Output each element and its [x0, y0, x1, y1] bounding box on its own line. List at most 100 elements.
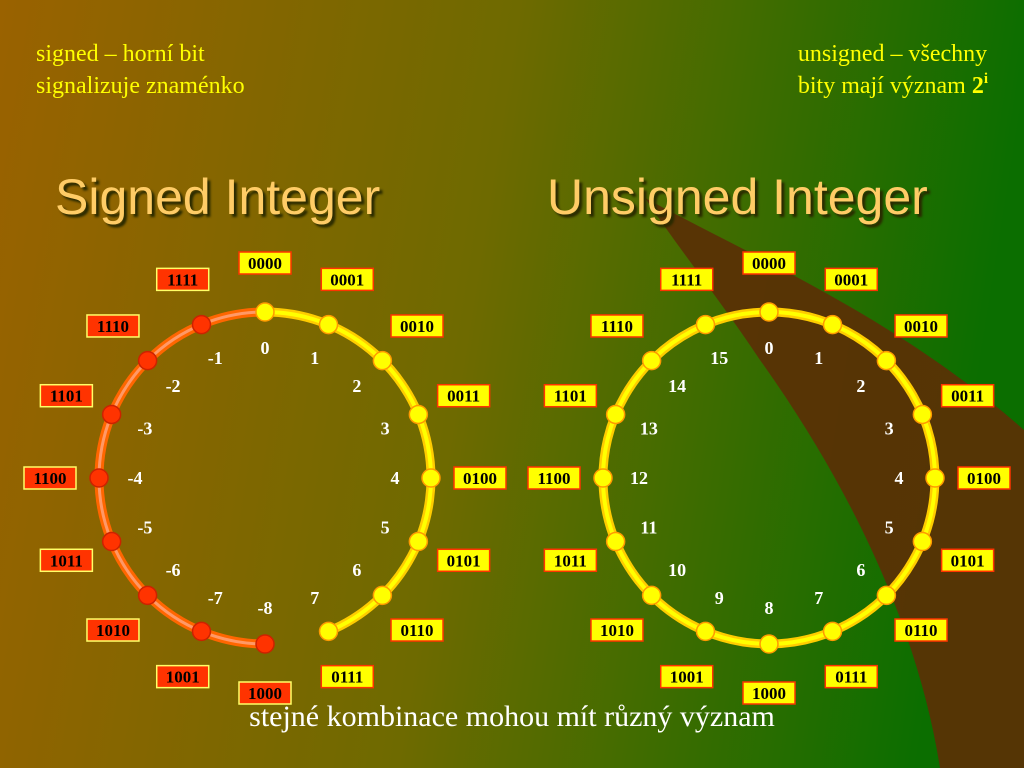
signed-value-15: -1	[208, 348, 223, 368]
unsigned-code-box-13	[543, 383, 598, 408]
signed-positive-arc	[260, 307, 436, 636]
unsigned-power-exp: i	[983, 71, 988, 87]
unsigned-code-label-6: 0110	[904, 621, 937, 640]
signed-code-label-13: 1101	[50, 387, 83, 406]
unsigned-code-label-1: 0001	[834, 270, 868, 289]
signed-code-box-13	[39, 383, 94, 408]
signed-value-12: -4	[128, 468, 143, 488]
unsigned-value-12: 12	[630, 468, 648, 488]
signed-code-label-4: 0100	[463, 469, 497, 488]
unsigned-code-label-14: 1110	[601, 317, 633, 336]
signed-value-9: -7	[208, 588, 223, 608]
signed-point-4	[421, 468, 441, 488]
signed-point-5	[408, 531, 429, 552]
unsigned-value-1: 1	[814, 348, 823, 368]
signed-value-14: -2	[166, 376, 181, 396]
unsigned-title: Unsigned Integer	[547, 169, 928, 225]
unsigned-note-line1: unsigned – všechny	[797, 41, 988, 67]
unsigned-code-box-15	[659, 267, 714, 292]
unsigned-point-12	[593, 468, 613, 488]
signed-point-3	[408, 404, 429, 425]
signed-code-label-15: 1111	[167, 270, 198, 289]
signed-code-box-11	[39, 548, 94, 573]
signed-code-label-6: 0110	[400, 621, 433, 640]
unsigned-code-box-10	[590, 618, 644, 642]
signed-code-label-12: 1100	[33, 469, 66, 488]
signed-point-8	[255, 634, 275, 654]
signed-value-2: 2	[352, 376, 361, 396]
unsigned-value-4: 4	[895, 468, 904, 488]
unsigned-value-6: 6	[856, 560, 865, 580]
unsigned-value-15: 15	[710, 348, 728, 368]
signed-circle: 0000000011001020011301004010150110601117…	[23, 251, 507, 705]
signed-title: Signed Integer	[55, 169, 381, 225]
signed-value-6: 6	[352, 560, 361, 580]
signed-code-label-9: 1001	[166, 668, 200, 687]
signed-code-box-8	[238, 681, 292, 705]
unsigned-point-13	[605, 404, 626, 425]
unsigned-point-15	[695, 314, 716, 335]
signed-code-box-0	[238, 251, 292, 275]
signed-code-box-1	[320, 267, 375, 292]
signed-value-13: -3	[137, 418, 152, 438]
unsigned-code-box-11	[543, 548, 598, 573]
signed-value-11: -5	[137, 518, 152, 538]
unsigned-value-13: 13	[640, 418, 658, 438]
unsigned-code-box-0	[742, 251, 796, 275]
signed-code-box-7	[320, 664, 375, 689]
unsigned-code-box-3	[940, 383, 995, 408]
unsigned-point-7	[822, 621, 843, 642]
unsigned-point-14	[641, 350, 662, 371]
unsigned-code-label-15: 1111	[671, 270, 702, 289]
unsigned-code-label-9: 1001	[670, 668, 704, 687]
unsigned-code-label-12: 1100	[537, 469, 570, 488]
unsigned-code-box-5	[940, 548, 995, 573]
signed-code-box-9	[155, 664, 210, 689]
unsigned-value-10: 10	[668, 560, 686, 580]
signed-code-box-5	[436, 548, 491, 573]
unsigned-code-box-9	[659, 664, 714, 689]
unsigned-code-label-2: 0010	[904, 317, 938, 336]
signed-code-label-2: 0010	[400, 317, 434, 336]
footer-caption: stejné kombinace mohou mít různý význam	[249, 700, 775, 733]
signed-note: signed – horní bit signalizuje znaménko	[36, 38, 245, 102]
signed-point-1	[318, 314, 339, 335]
unsigned-point-6	[876, 585, 897, 606]
signed-point-7	[318, 621, 339, 642]
signed-value-1: 1	[310, 348, 319, 368]
signed-point-9	[191, 621, 212, 642]
signed-code-label-14: 1110	[97, 317, 129, 336]
signed-value-5: 5	[381, 518, 390, 538]
unsigned-value-9: 9	[715, 588, 724, 608]
signed-negative-arc	[94, 307, 270, 649]
signed-code-label-1: 0001	[330, 270, 364, 289]
unsigned-code-box-2	[894, 314, 948, 338]
unsigned-point-8	[759, 634, 779, 654]
unsigned-power-base: 2	[971, 73, 984, 99]
signed-value-4: 4	[391, 468, 400, 488]
signed-code-box-6	[390, 618, 444, 642]
signed-code-box-12	[23, 466, 77, 490]
unsigned-value-7: 7	[814, 588, 823, 608]
signed-note-line1: signed – horní bit	[36, 41, 205, 67]
unsigned-code-label-0: 0000	[752, 254, 786, 273]
signed-point-13	[101, 404, 122, 425]
unsigned-point-9	[695, 621, 716, 642]
unsigned-code-box-8	[742, 681, 796, 705]
signed-value-7: 7	[310, 588, 319, 608]
signed-value-3: 3	[381, 418, 390, 438]
signed-code-box-4	[453, 466, 507, 490]
signed-point-12	[89, 468, 109, 488]
unsigned-note-line2: bity mají význam 2i	[798, 70, 988, 102]
unsigned-code-label-8: 1000	[752, 684, 786, 703]
unsigned-code-box-4	[957, 466, 1011, 490]
signed-code-label-0: 0000	[248, 254, 282, 273]
unsigned-value-5: 5	[885, 518, 894, 538]
signed-point-0	[255, 302, 275, 322]
signed-point-6	[372, 585, 393, 606]
unsigned-value-2: 2	[856, 376, 865, 396]
unsigned-code-label-3: 0011	[951, 387, 984, 406]
signed-value-0: 0	[261, 338, 270, 358]
signed-code-box-2	[390, 314, 444, 338]
